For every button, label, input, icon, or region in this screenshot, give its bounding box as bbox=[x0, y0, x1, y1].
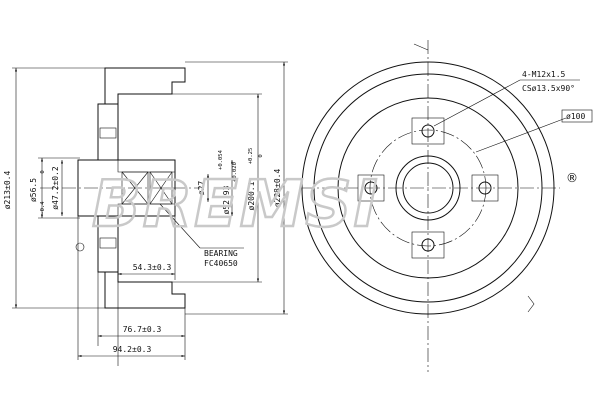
dim-942: 94.2±0.3 bbox=[113, 345, 152, 354]
stud-top bbox=[99, 127, 117, 139]
side-section-view: ø213±0.4 ø56.5 0 -0.4 ø47.2±0.2 ø27 ø52.… bbox=[3, 61, 288, 366]
drum-wall-top bbox=[104, 67, 186, 105]
flange-top bbox=[97, 103, 119, 161]
dim-bore-dia: ø56.5 bbox=[29, 178, 38, 202]
bolt-label-2: CSø13.5x90° bbox=[522, 84, 575, 93]
dim-drum-inner-tol-bot: 0 bbox=[258, 154, 264, 157]
bearing-code: FC40650 bbox=[204, 259, 238, 268]
watermark-text: BREMSI bbox=[92, 168, 379, 242]
bolt-holes bbox=[357, 117, 499, 259]
dim-bore-tol-bot: -0.4 bbox=[40, 201, 46, 215]
dim-bearing-dia: ø52.93 bbox=[222, 185, 231, 214]
bolt-label-1: 4-M12x1.5 bbox=[522, 70, 566, 79]
bearing-symbol bbox=[121, 171, 173, 205]
dim-inner-27: ø27 bbox=[197, 181, 206, 196]
dim-hub-dia: ø47.2±0.2 bbox=[51, 166, 60, 210]
datum-symbol bbox=[75, 242, 85, 252]
bearing-leader bbox=[159, 203, 201, 249]
bolt-leader bbox=[433, 79, 521, 127]
front-view: 4-M12x1.5 CSø13.5x90° ø100 bbox=[300, 40, 593, 372]
pcd-label: ø100 bbox=[566, 112, 585, 121]
dim-drum-inner-tol-top: +0.25 bbox=[248, 148, 254, 165]
bolt-hole-right bbox=[478, 181, 492, 195]
registered-mark: ® bbox=[566, 171, 578, 185]
dim-bore-tol-top: 0 bbox=[40, 170, 46, 173]
pcd-box bbox=[561, 109, 593, 123]
dim-drum-inner: ø200.1 bbox=[247, 181, 256, 210]
direction-mark-top bbox=[413, 43, 429, 51]
direction-mark-bottom bbox=[527, 295, 535, 313]
hub-wall-top bbox=[117, 159, 176, 173]
drum-inner-circle bbox=[337, 97, 519, 279]
bolt-hole-bottom bbox=[421, 238, 435, 252]
stud-bottom bbox=[99, 237, 117, 249]
bolt-hole-top bbox=[421, 124, 435, 138]
drum-braking-circle bbox=[313, 73, 543, 303]
dim-drum-outer: ø228±0.4 bbox=[273, 169, 282, 208]
dim-767: 76.7±0.3 bbox=[123, 325, 162, 334]
dim-bearing-tol-top: +0.054 bbox=[218, 149, 224, 170]
pcd-leader bbox=[475, 117, 567, 153]
drum-outer-circle bbox=[301, 61, 555, 315]
hub-outer-circle bbox=[395, 155, 461, 221]
bearing-label: BEARING bbox=[204, 249, 238, 258]
drum-wall-bottom bbox=[104, 271, 186, 309]
dim-bearing-tol-bot: +0.020 bbox=[232, 162, 238, 182]
bolt-hole-left bbox=[364, 181, 378, 195]
dim-54: 54.3±0.3 bbox=[133, 263, 172, 272]
dim-outer-dia: ø213±0.4 bbox=[3, 171, 12, 210]
brand-watermark: BREMSI ® bbox=[91, 167, 578, 244]
hub-inner-circle bbox=[402, 162, 454, 214]
pcd-circle bbox=[369, 129, 487, 247]
